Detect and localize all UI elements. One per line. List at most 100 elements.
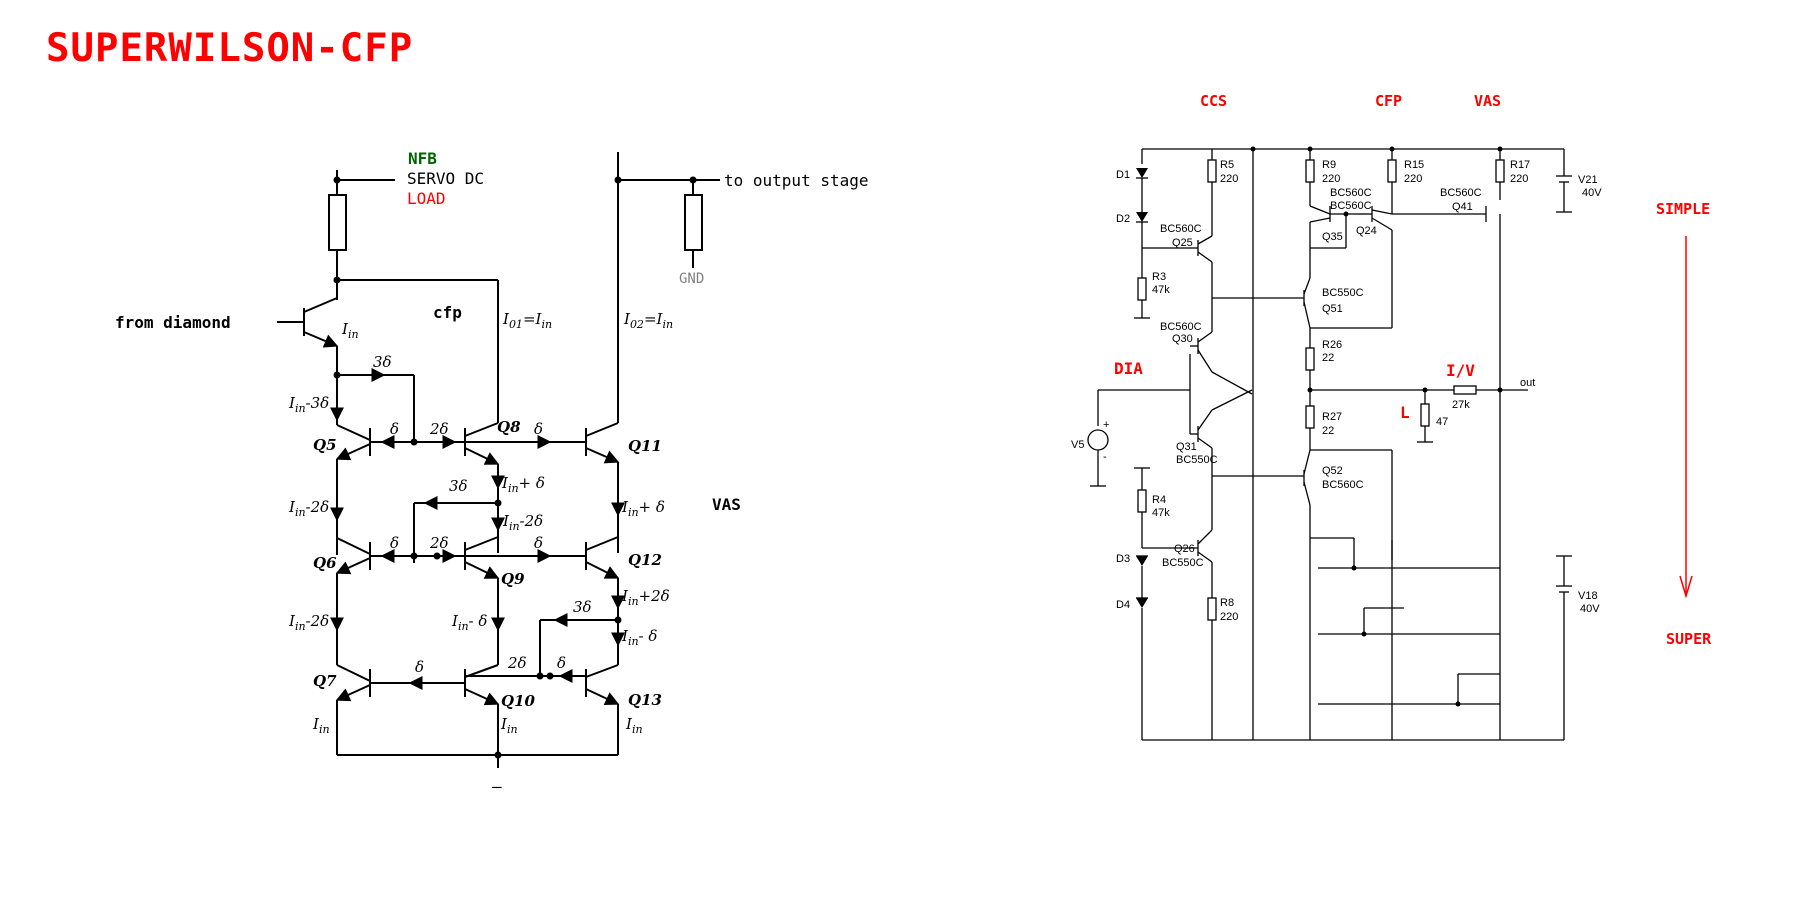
iin-m2d1-sub: in — [295, 506, 306, 519]
current-labels: Iin I01=Iin I02=Iin 3δ Iin-3δ δ 2δ δ Iin… — [288, 310, 673, 736]
r27-value: 22 — [1322, 425, 1334, 437]
q30-type: BC560C — [1160, 321, 1202, 333]
cfp-label: cfp — [433, 303, 462, 322]
minus-label: – — [492, 777, 502, 796]
svg-text:Iin-2δ: Iin-2δ — [288, 612, 329, 633]
r5-label: R5 — [1220, 159, 1234, 171]
superwilson-schematic — [277, 152, 720, 768]
d4-label: D4 — [1116, 599, 1130, 611]
v5-label: V5 — [1071, 439, 1084, 451]
svg-text:Iin-3δ: Iin-3δ — [288, 394, 329, 415]
simulation-schematic — [1087, 146, 1693, 741]
q41-type: BC560C — [1440, 187, 1482, 199]
d-r2a: δ — [390, 534, 399, 552]
iin-m2d2-val: -2δ — [306, 612, 330, 630]
v5-plus: + — [1103, 419, 1109, 431]
d3-low: 3δ — [573, 598, 592, 616]
i01-sub: 01 — [509, 318, 523, 331]
iin-pd2-val: + δ — [639, 498, 665, 516]
q25-type: BC560C — [1160, 223, 1202, 235]
vas-header: VAS — [1474, 92, 1501, 110]
d-r1a: δ — [390, 420, 399, 438]
iin-b1: I — [312, 715, 320, 733]
svg-text:I02=Iin: I02=Iin — [623, 310, 673, 331]
r26-value: 22 — [1322, 352, 1334, 364]
iin-m2d-mid-sub: in — [509, 520, 520, 533]
iin-md1: I — [451, 612, 459, 630]
d2-r1: 2δ — [429, 420, 449, 438]
iin-m3d-val: -3δ — [306, 394, 330, 412]
r15-value: 220 — [1404, 173, 1422, 185]
svg-text:Iin+ δ: Iin+ δ — [621, 498, 665, 519]
d-r3b: δ — [557, 654, 566, 672]
r9-label: R9 — [1322, 159, 1336, 171]
v5-minus: - — [1103, 451, 1107, 463]
l-res-value: 47 — [1436, 416, 1448, 428]
iin-b2: I — [500, 715, 508, 733]
r4-value: 47k — [1152, 507, 1170, 519]
i01-label: I — [502, 310, 510, 328]
q10-label: Q10 — [501, 692, 536, 710]
r27-label: R27 — [1322, 411, 1342, 423]
svg-text:Iin+ δ: Iin+ δ — [501, 474, 545, 495]
d2-label: D2 — [1116, 213, 1130, 225]
iin-top: I — [341, 320, 349, 338]
iin-pd2: I — [621, 498, 629, 516]
iin-p2d-sub: in — [628, 595, 639, 608]
svg-text:Iin+2δ: Iin+2δ — [621, 587, 670, 608]
q13-label: Q13 — [628, 691, 662, 709]
iin-md1-sub: in — [458, 620, 469, 633]
q51-label: Q51 — [1322, 303, 1343, 315]
iin-pd1-val: + δ — [519, 474, 545, 492]
v18-value: 40V — [1580, 603, 1600, 615]
iin-m2d1: I — [288, 498, 296, 516]
q31-label: Q31 — [1176, 441, 1197, 453]
r4-label: R4 — [1152, 494, 1166, 506]
iin-b3: I — [625, 715, 633, 733]
component-labels: D1 D2 D3 D4 R5 220 R3 47k R4 47k R8 220 … — [1071, 159, 1602, 623]
gnd-resistor — [684, 194, 703, 251]
r5-value: 220 — [1220, 173, 1238, 185]
q26-type: BC550C — [1162, 557, 1204, 569]
dia-label: DIA — [1114, 359, 1143, 378]
d1-label: D1 — [1116, 169, 1130, 181]
r9-value: 220 — [1322, 173, 1340, 185]
iin-md2-val: - δ — [639, 627, 658, 645]
i02-iin: I — [656, 310, 664, 328]
cfp-header: CFP — [1375, 92, 1402, 110]
d-r1b: δ — [534, 420, 543, 438]
d2-r2: 2δ — [429, 534, 449, 552]
svg-text:Iin: Iin — [312, 715, 330, 736]
iin-m2d2-sub: in — [295, 620, 306, 633]
iin-m2d2: I — [288, 612, 296, 630]
i02-eq: = — [644, 310, 657, 328]
q11-label: Q11 — [628, 437, 662, 455]
svg-text:Iin: Iin — [500, 715, 518, 736]
i02-iin-sub: in — [662, 318, 673, 331]
iin-m3d: I — [288, 394, 296, 412]
q24-label: Q24 — [1356, 225, 1377, 237]
q12-label: Q12 — [628, 551, 662, 569]
i01-iin-sub: in — [541, 318, 552, 331]
q52-type: BC560C — [1322, 479, 1364, 491]
q9-label: Q9 — [501, 570, 525, 588]
r26-label: R26 — [1322, 339, 1342, 351]
svg-text:Iin- δ: Iin- δ — [621, 627, 657, 648]
servo-dc-label: SERVO DC — [407, 169, 484, 188]
r15-label: R15 — [1404, 159, 1424, 171]
ccs-header: CCS — [1200, 92, 1227, 110]
q35-label: Q35 — [1322, 231, 1343, 243]
iin-p2d: I — [621, 587, 629, 605]
q6-label: Q6 — [313, 554, 337, 572]
simple-label: SIMPLE — [1656, 200, 1710, 218]
super-label: SUPER — [1666, 630, 1712, 648]
q5-label: Q5 — [313, 436, 337, 454]
i01-iin: I — [535, 310, 543, 328]
iin-m2d1-val: -2δ — [306, 498, 330, 516]
q52-label: Q52 — [1322, 465, 1343, 477]
r17-label: R17 — [1510, 159, 1530, 171]
iv-res-value: 27k — [1452, 399, 1470, 411]
load-label: LOAD — [407, 189, 446, 208]
d3-label: D3 — [1116, 553, 1130, 565]
i01-eq: = — [523, 310, 536, 328]
